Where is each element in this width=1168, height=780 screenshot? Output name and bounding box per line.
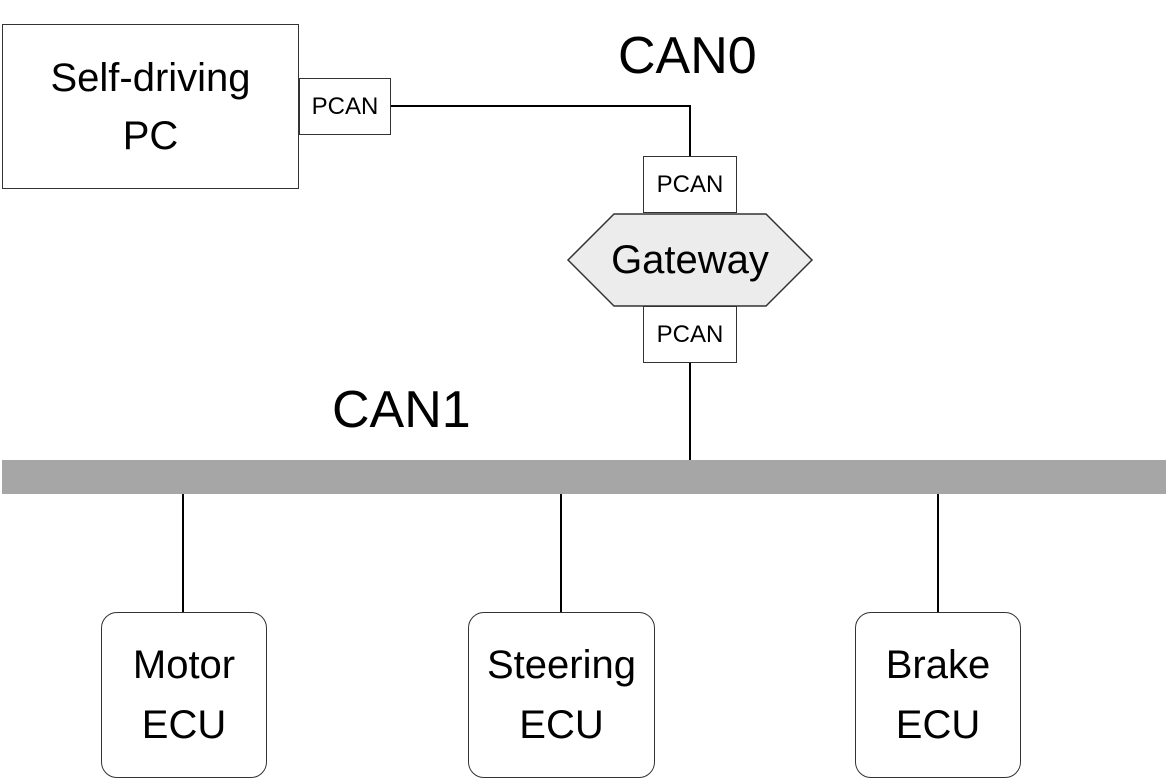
can0-wire-horizontal (391, 105, 690, 107)
can1-to-steering-ecu-wire (560, 494, 562, 612)
pcan-gateway-bottom-label: PCAN (656, 320, 724, 348)
gateway-to-can1-wire (689, 363, 691, 460)
pcan-gateway-bottom-adapter: PCAN (643, 306, 737, 363)
pcan-pc-label: PCAN (311, 92, 379, 120)
self-driving-pc-label-line2: PC (122, 113, 179, 158)
pcan-pc-adapter: PCAN (299, 78, 391, 135)
steering-ecu-label-line2: ECU (519, 703, 604, 747)
steering-ecu-label-line1: Steering (487, 643, 636, 687)
motor-ecu-label-line1: Motor (132, 643, 236, 687)
brake-ecu-node: Brake ECU (855, 612, 1021, 778)
pcan-gateway-top-adapter: PCAN (643, 156, 737, 213)
self-driving-pc-label-line1: Self-driving (50, 55, 251, 100)
motor-ecu-label-line2: ECU (141, 703, 227, 747)
can1-bus-bar (2, 460, 1166, 494)
gateway-label: Gateway (611, 237, 769, 282)
can1-label: CAN1 (332, 381, 471, 439)
brake-ecu-label-line2: ECU (895, 703, 981, 747)
can0-label: CAN0 (618, 27, 757, 85)
brake-ecu-label-line1: Brake (885, 643, 991, 687)
gateway-hexagon-shape (566, 213, 814, 307)
can0-wire-vertical (689, 105, 691, 156)
can1-to-motor-ecu-wire (182, 494, 184, 612)
motor-ecu-node: Motor ECU (101, 612, 267, 778)
pcan-gateway-top-label: PCAN (656, 170, 724, 198)
can1-to-brake-ecu-wire (937, 494, 939, 612)
gateway-node: Gateway (566, 212, 814, 308)
self-driving-pc-node: Self-driving PC (2, 24, 299, 189)
steering-ecu-node: Steering ECU (468, 612, 655, 778)
